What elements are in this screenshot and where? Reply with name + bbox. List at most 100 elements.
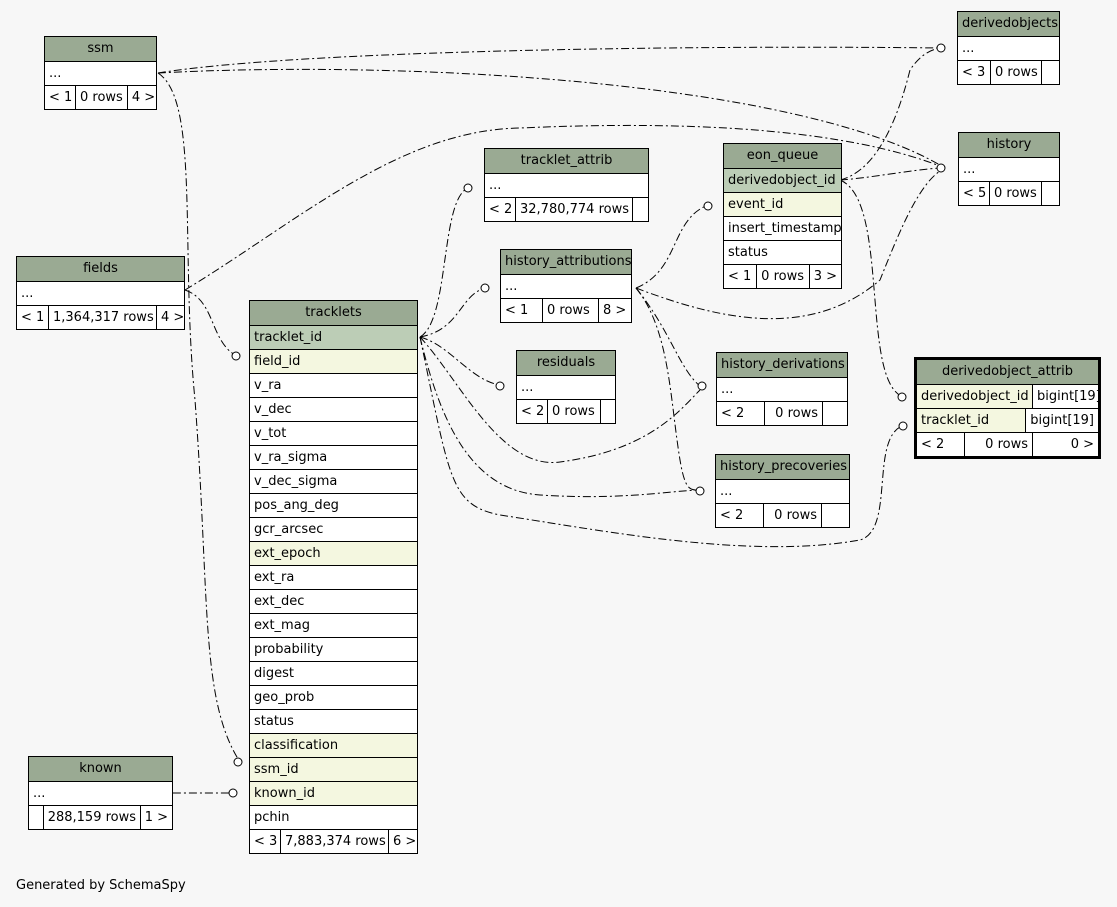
table-title[interactable]: tracklet_attrib — [485, 149, 648, 173]
table-body: ... — [501, 274, 631, 298]
column-tracklet_id[interactable]: tracklet_id bigint[19] — [917, 408, 1098, 432]
table-body: ... — [959, 157, 1059, 181]
column-pos_ang_deg[interactable]: pos_ang_deg — [250, 493, 417, 517]
parents-count[interactable]: < 2 — [720, 508, 744, 523]
column-known_id[interactable]: known_id — [250, 781, 417, 805]
children-count[interactable]: 4 > — [126, 86, 156, 109]
table-history_derivations[interactable]: history_derivations ... < 2 0 rows — [716, 352, 848, 426]
column-ext_mag[interactable]: ext_mag — [250, 613, 417, 637]
row-count: 1,364,317 rows — [48, 306, 156, 329]
table-footer: 288,159 rows 1 > — [29, 805, 172, 829]
column-ext_ra[interactable]: ext_ra — [250, 565, 417, 589]
link-history_attributions-history_derivations — [635, 287, 701, 387]
table-title[interactable]: eon_queue — [724, 144, 841, 168]
parents-count[interactable]: < 2 — [521, 404, 545, 419]
column-gcr_arcsec[interactable]: gcr_arcsec — [250, 517, 417, 541]
table-title[interactable]: history_attributions — [501, 250, 631, 274]
column-derivedobject_id[interactable]: derivedobject_id bigint[19] — [917, 384, 1098, 408]
parents-count[interactable] — [29, 806, 43, 829]
table-title[interactable]: residuals — [517, 351, 615, 375]
table-title[interactable]: tracklets — [250, 301, 417, 325]
column-v_ra[interactable]: v_ra — [250, 373, 417, 397]
row-count: 0 rows — [756, 265, 809, 288]
table-title[interactable]: history — [959, 133, 1059, 157]
parents-count[interactable]: < 3 — [962, 65, 986, 80]
column-event_id[interactable]: event_id — [724, 192, 841, 216]
column-insert_timestamp[interactable]: insert_timestamp — [724, 216, 841, 240]
link-history_attributions-history_precoveries — [635, 287, 699, 491]
column-status[interactable]: status — [724, 240, 841, 264]
table-footer: < 1 1,364,317 rows 4 > — [17, 305, 184, 329]
children-count[interactable]: 8 > — [598, 299, 631, 322]
children-count[interactable] — [822, 402, 847, 425]
parents-count[interactable]: < 2 — [721, 406, 745, 421]
children-count[interactable]: 6 > — [388, 830, 417, 853]
table-title[interactable]: derivedobject_attrib — [917, 360, 1098, 384]
table-eon_queue[interactable]: eon_queue derivedobject_id event_id inse… — [723, 143, 842, 289]
table-known[interactable]: known ... 288,159 rows 1 > — [28, 756, 173, 830]
table-body: ... — [17, 281, 184, 305]
table-title[interactable]: history_precoveries — [716, 455, 849, 479]
table-body: ... — [716, 479, 849, 503]
children-count[interactable]: 0 > — [1032, 433, 1098, 456]
row-count: 0 rows — [964, 433, 1032, 456]
parents-count[interactable]: < 1 — [505, 303, 529, 318]
children-count[interactable]: 4 > — [156, 306, 184, 329]
table-history[interactable]: history ... < 5 0 rows — [958, 132, 1060, 206]
column-derivedobject_id[interactable]: derivedobject_id — [724, 168, 841, 192]
column-v_dec[interactable]: v_dec — [250, 397, 417, 421]
children-count[interactable] — [1041, 182, 1059, 205]
link-eon_queue-derivedobject_attrib — [839, 179, 904, 398]
row-count: 0 rows — [75, 86, 127, 109]
table-title[interactable]: known — [29, 757, 172, 781]
children-count[interactable]: 3 > — [808, 265, 841, 288]
column-digest[interactable]: digest — [250, 661, 417, 685]
table-title[interactable]: ssm — [45, 37, 156, 61]
table-tracklets[interactable]: tracklets tracklet_id field_id v_ra v_de… — [249, 300, 418, 854]
table-derivedobjects[interactable]: derivedobjects ... < 3 0 rows — [957, 11, 1060, 85]
table-footer: < 1 0 rows 4 > — [45, 85, 156, 109]
children-count[interactable] — [821, 504, 849, 527]
children-count[interactable] — [600, 400, 615, 423]
table-residuals[interactable]: residuals ... < 2 0 rows — [516, 350, 616, 424]
column-field_id[interactable]: field_id — [250, 349, 417, 373]
column-probability[interactable]: probability — [250, 637, 417, 661]
link-tracklets-history_attributions — [419, 287, 486, 338]
parents-count[interactable]: < 1 — [49, 90, 73, 105]
table-title[interactable]: history_derivations — [717, 353, 847, 377]
row-count: 0 rows — [990, 61, 1041, 84]
table-tracklet_attrib[interactable]: tracklet_attrib ... < 2 32,780,774 rows — [484, 148, 649, 222]
table-derivedobject_attrib[interactable]: derivedobject_attrib derivedobject_id bi… — [914, 357, 1101, 459]
table-footer: < 3 0 rows — [958, 60, 1059, 84]
parents-count[interactable]: < 2 — [921, 437, 945, 452]
table-body: ... — [717, 377, 847, 401]
column-ext_epoch[interactable]: ext_epoch — [250, 541, 417, 565]
generated-by-text: Generated by SchemaSpy — [16, 878, 186, 893]
parents-count[interactable]: < 2 — [489, 202, 513, 217]
column-v_dec_sigma[interactable]: v_dec_sigma — [250, 469, 417, 493]
column-ext_dec[interactable]: ext_dec — [250, 589, 417, 613]
column-status[interactable]: status — [250, 709, 417, 733]
column-v_tot[interactable]: v_tot — [250, 421, 417, 445]
children-count[interactable] — [632, 198, 648, 221]
table-history_attributions[interactable]: history_attributions ... < 1 0 rows 8 > — [500, 249, 632, 323]
table-title[interactable]: derivedobjects — [958, 12, 1059, 36]
link-tracklets-residuals — [419, 336, 501, 386]
column-v_ra_sigma[interactable]: v_ra_sigma — [250, 445, 417, 469]
table-history_precoveries[interactable]: history_precoveries ... < 2 0 rows — [715, 454, 850, 528]
children-count[interactable] — [1041, 61, 1059, 84]
table-fields[interactable]: fields ... < 1 1,364,317 rows 4 > — [16, 256, 185, 330]
parents-count[interactable]: < 5 — [963, 186, 987, 201]
parents-count[interactable]: < 1 — [728, 269, 752, 284]
column-ssm_id[interactable]: ssm_id — [250, 757, 417, 781]
table-title[interactable]: fields — [17, 257, 184, 281]
column-tracklet_id[interactable]: tracklet_id — [250, 325, 417, 349]
column-classification[interactable]: classification — [250, 733, 417, 757]
parents-count[interactable]: < 3 — [254, 834, 278, 849]
column-geo_prob[interactable]: geo_prob — [250, 685, 417, 709]
link-ssm-tracklets — [157, 72, 241, 763]
column-pchin[interactable]: pchin — [250, 805, 417, 829]
table-ssm[interactable]: ssm ... < 1 0 rows 4 > — [44, 36, 157, 110]
parents-count[interactable]: < 1 — [21, 310, 45, 325]
children-count[interactable]: 1 > — [139, 806, 172, 829]
